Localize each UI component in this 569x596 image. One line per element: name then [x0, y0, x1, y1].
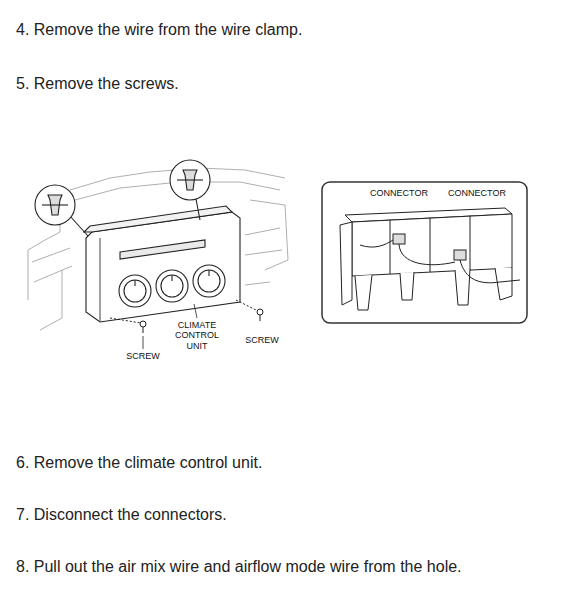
step-text: 7. Disconnect the connectors. [16, 505, 227, 524]
part-name: SCREW [237, 335, 287, 345]
step-text: 6. Remove the climate control unit. [16, 453, 262, 472]
part-name: CONNECTOR [444, 188, 510, 198]
step-text: 4. Remove the wire from the wire clamp. [16, 20, 302, 39]
step-text: 5. Remove the screws. [16, 74, 179, 93]
climate-control-unit [84, 206, 240, 322]
part-name: CONNECTOR [366, 188, 432, 198]
dashboard-outline [28, 168, 288, 330]
part-name: CLIMATE CONTROL UNIT [167, 320, 227, 351]
part-name: SCREW [118, 351, 168, 361]
step-text: 8. Pull out the air mix wire and airflow… [16, 557, 462, 576]
detail-frame [322, 182, 527, 323]
wire-clamp-callout [35, 160, 210, 236]
unit-rear-view [340, 208, 520, 310]
